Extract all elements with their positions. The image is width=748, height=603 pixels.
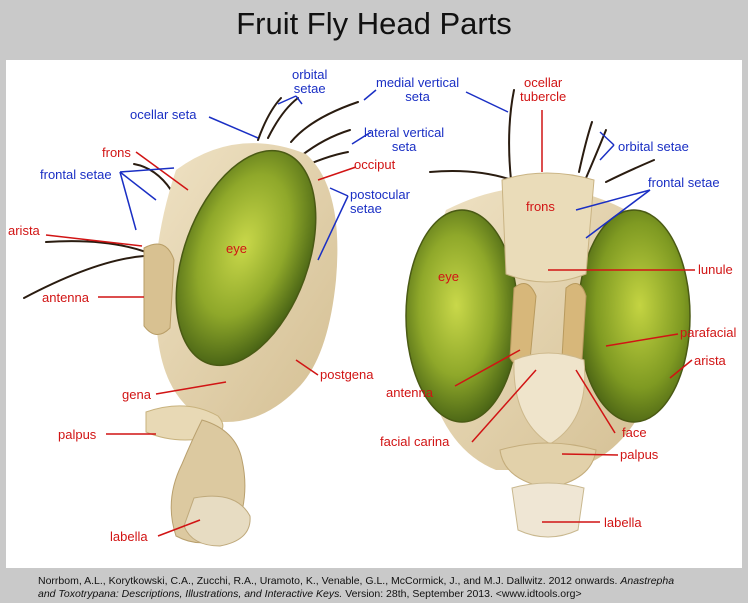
label-frontal-setae-frontal: frontal setae: [648, 175, 720, 190]
label-labella-lateral: labella: [110, 529, 148, 544]
lateral-head: [23, 97, 359, 547]
label-parafacial: parafacial: [680, 325, 737, 340]
label-labella-frontal: labella: [604, 515, 642, 530]
label-palpus-frontal: palpus: [620, 447, 659, 462]
label-arista-frontal: arista: [694, 353, 726, 368]
label-frons-lateral: frons: [102, 145, 131, 160]
label-frontal-setae-lateral: frontal setae: [40, 167, 112, 182]
label-eye-lateral: eye: [226, 241, 247, 256]
label-antenna-lateral: antenna: [42, 290, 89, 305]
page-title: Fruit Fly Head Parts: [236, 6, 512, 41]
label-lateral-vertical-seta: lateral vertical seta: [364, 125, 445, 154]
label-orbital-setae-lateral: orbital setae: [292, 67, 328, 96]
label-face: face: [622, 425, 647, 440]
head-illustrations: [23, 89, 695, 547]
blue-leader-lines: [119, 89, 651, 261]
citation-title-italic-2: and Toxotrypana: Descriptions, Illustrat…: [38, 588, 343, 600]
label-gena: gena: [122, 387, 151, 402]
label-medial-vertical-seta: medial vertical seta: [376, 75, 460, 104]
figure-panel: orbital setae ocellar seta medial vertic…: [6, 60, 742, 568]
frontal-head: [405, 89, 691, 538]
label-frons-frontal: frons: [526, 199, 555, 214]
label-postgena: postgena: [320, 367, 374, 382]
label-ocellar-tubercle: ocellar tubercle: [520, 75, 567, 104]
citation-authors: Norrbom, A.L., Korytkowski, C.A., Zucchi…: [38, 575, 621, 587]
label-ocellar-seta: ocellar seta: [130, 107, 197, 122]
red-leader-lines: [45, 110, 695, 537]
citation-title-italic-1: Anastrepha: [620, 575, 675, 587]
label-arista-lateral: arista: [8, 223, 40, 238]
lateral-eye: [175, 149, 317, 367]
label-antenna-frontal: antenna: [386, 385, 433, 400]
label-lunule: lunule: [698, 262, 733, 277]
label-orbital-setae-frontal: orbital setae: [618, 139, 689, 154]
label-palpus-lateral: palpus: [58, 427, 97, 442]
citation-version: Version: 28th, September 2013. <www.idto…: [342, 588, 582, 600]
frontal-right-eye: [577, 209, 691, 423]
label-eye-frontal: eye: [438, 269, 459, 284]
label-facial-carina: facial carina: [380, 434, 450, 449]
label-occiput: occiput: [354, 157, 396, 172]
citation: Norrbom, A.L., Korytkowski, C.A., Zucchi…: [38, 575, 728, 601]
label-postocular-setae: postocular setae: [350, 187, 410, 216]
